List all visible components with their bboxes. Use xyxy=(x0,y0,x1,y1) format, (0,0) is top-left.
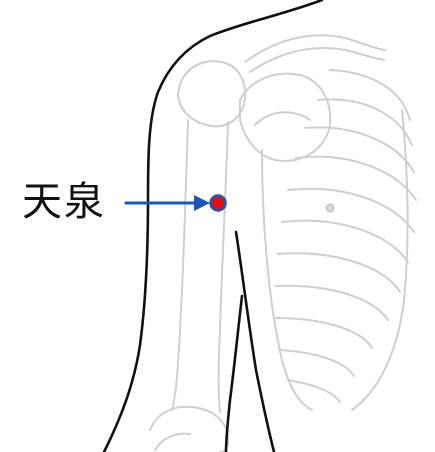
skeleton xyxy=(149,34,417,452)
pointer-arrow xyxy=(124,195,210,211)
humerus-shaft xyxy=(171,119,189,411)
acupoint-label: 天泉 xyxy=(22,179,106,225)
clavicle xyxy=(244,34,386,63)
acupoint-marker xyxy=(209,194,227,212)
humerus-head xyxy=(177,60,246,128)
body-outline xyxy=(102,0,324,452)
outer-arm-outline xyxy=(102,0,324,452)
elbow-condyle xyxy=(149,405,230,452)
scapula xyxy=(239,72,332,162)
inner-arm-outline-1 xyxy=(234,230,276,452)
inner-arm-outline-2 xyxy=(224,294,244,452)
rib-cage xyxy=(261,69,417,411)
